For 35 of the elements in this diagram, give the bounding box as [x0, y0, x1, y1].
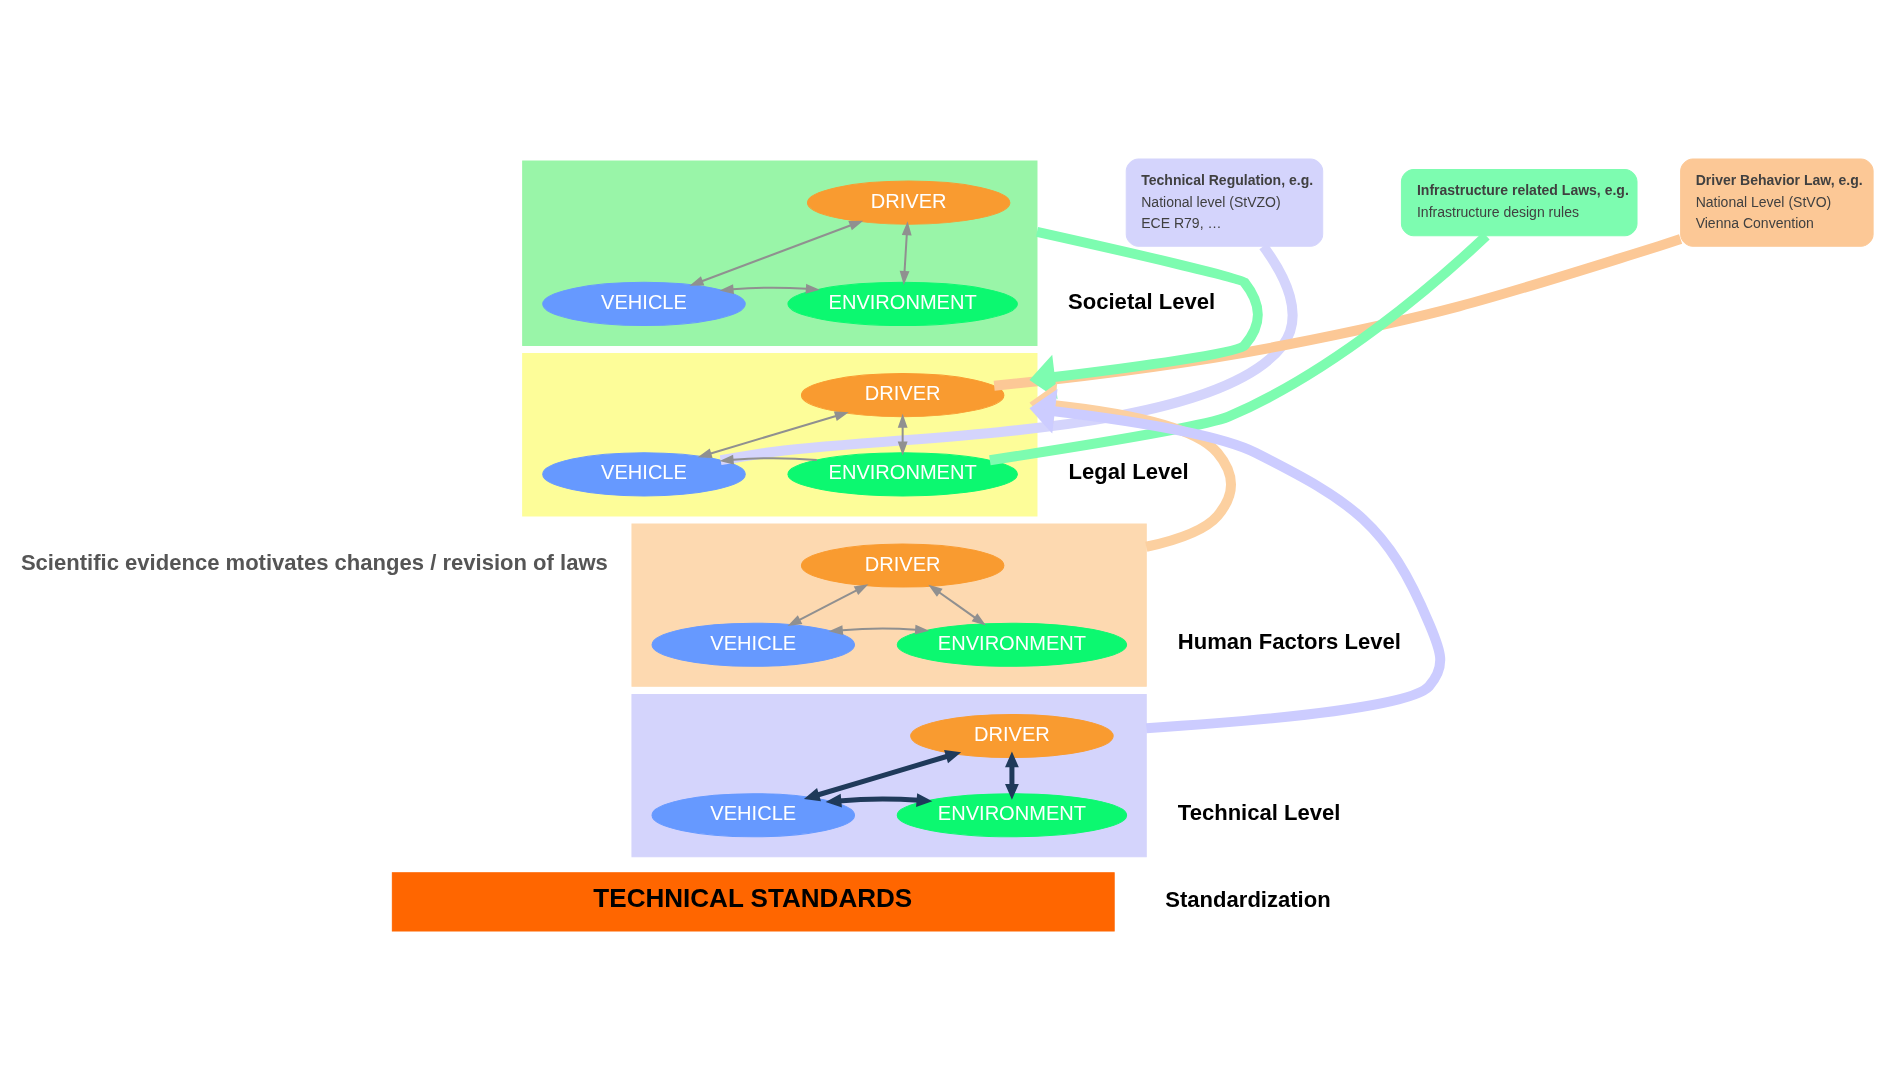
arrow	[928, 584, 986, 626]
cluster	[522, 353, 1038, 517]
cluster	[631, 523, 1147, 687]
label: Standardization	[1165, 886, 1331, 912]
label: Scientific evidence motivates changes / revision of laws	[20, 550, 608, 576]
cluster	[631, 693, 1147, 858]
arrow	[1005, 751, 1019, 800]
arrow	[897, 413, 908, 456]
label: Human Factors Level	[1177, 629, 1401, 655]
node-box: Infrastructure related Laws, e.g. Infrastructure design rules	[1400, 169, 1638, 237]
node-ellipse: DRIVER	[800, 543, 1005, 588]
arrow	[689, 220, 864, 286]
arrow	[1029, 389, 1446, 734]
arrow	[899, 221, 912, 286]
arrow	[825, 793, 933, 808]
arrow	[697, 411, 849, 458]
arrow	[803, 750, 962, 802]
node-box: Driver Behavior Law, e.g. National Level (StVO) Vienna Convention	[1680, 158, 1874, 247]
arrow	[787, 584, 869, 627]
arrow	[719, 283, 820, 295]
node-ellipse: DRIVER	[806, 180, 1011, 225]
connector	[719, 243, 1298, 466]
arrow	[719, 454, 817, 465]
node-ellipse: DRIVER	[910, 713, 1114, 759]
cluster	[522, 160, 1038, 346]
node-ellipse: ENVIRONMENT	[787, 452, 1018, 497]
node-ellipse: DRIVER	[800, 373, 1005, 418]
label: Technical Level	[1177, 799, 1341, 825]
arrow	[1029, 226, 1263, 400]
node-box: TECHNICAL STANDARDS	[391, 872, 1115, 932]
label: Societal Level	[1068, 288, 1216, 314]
connector	[989, 232, 1490, 466]
arrow	[828, 624, 930, 636]
label: Legal Level	[1068, 458, 1189, 484]
node-box: Technical Regulation, e.g. National level (StVZO) ECE R79, …	[1125, 158, 1324, 247]
